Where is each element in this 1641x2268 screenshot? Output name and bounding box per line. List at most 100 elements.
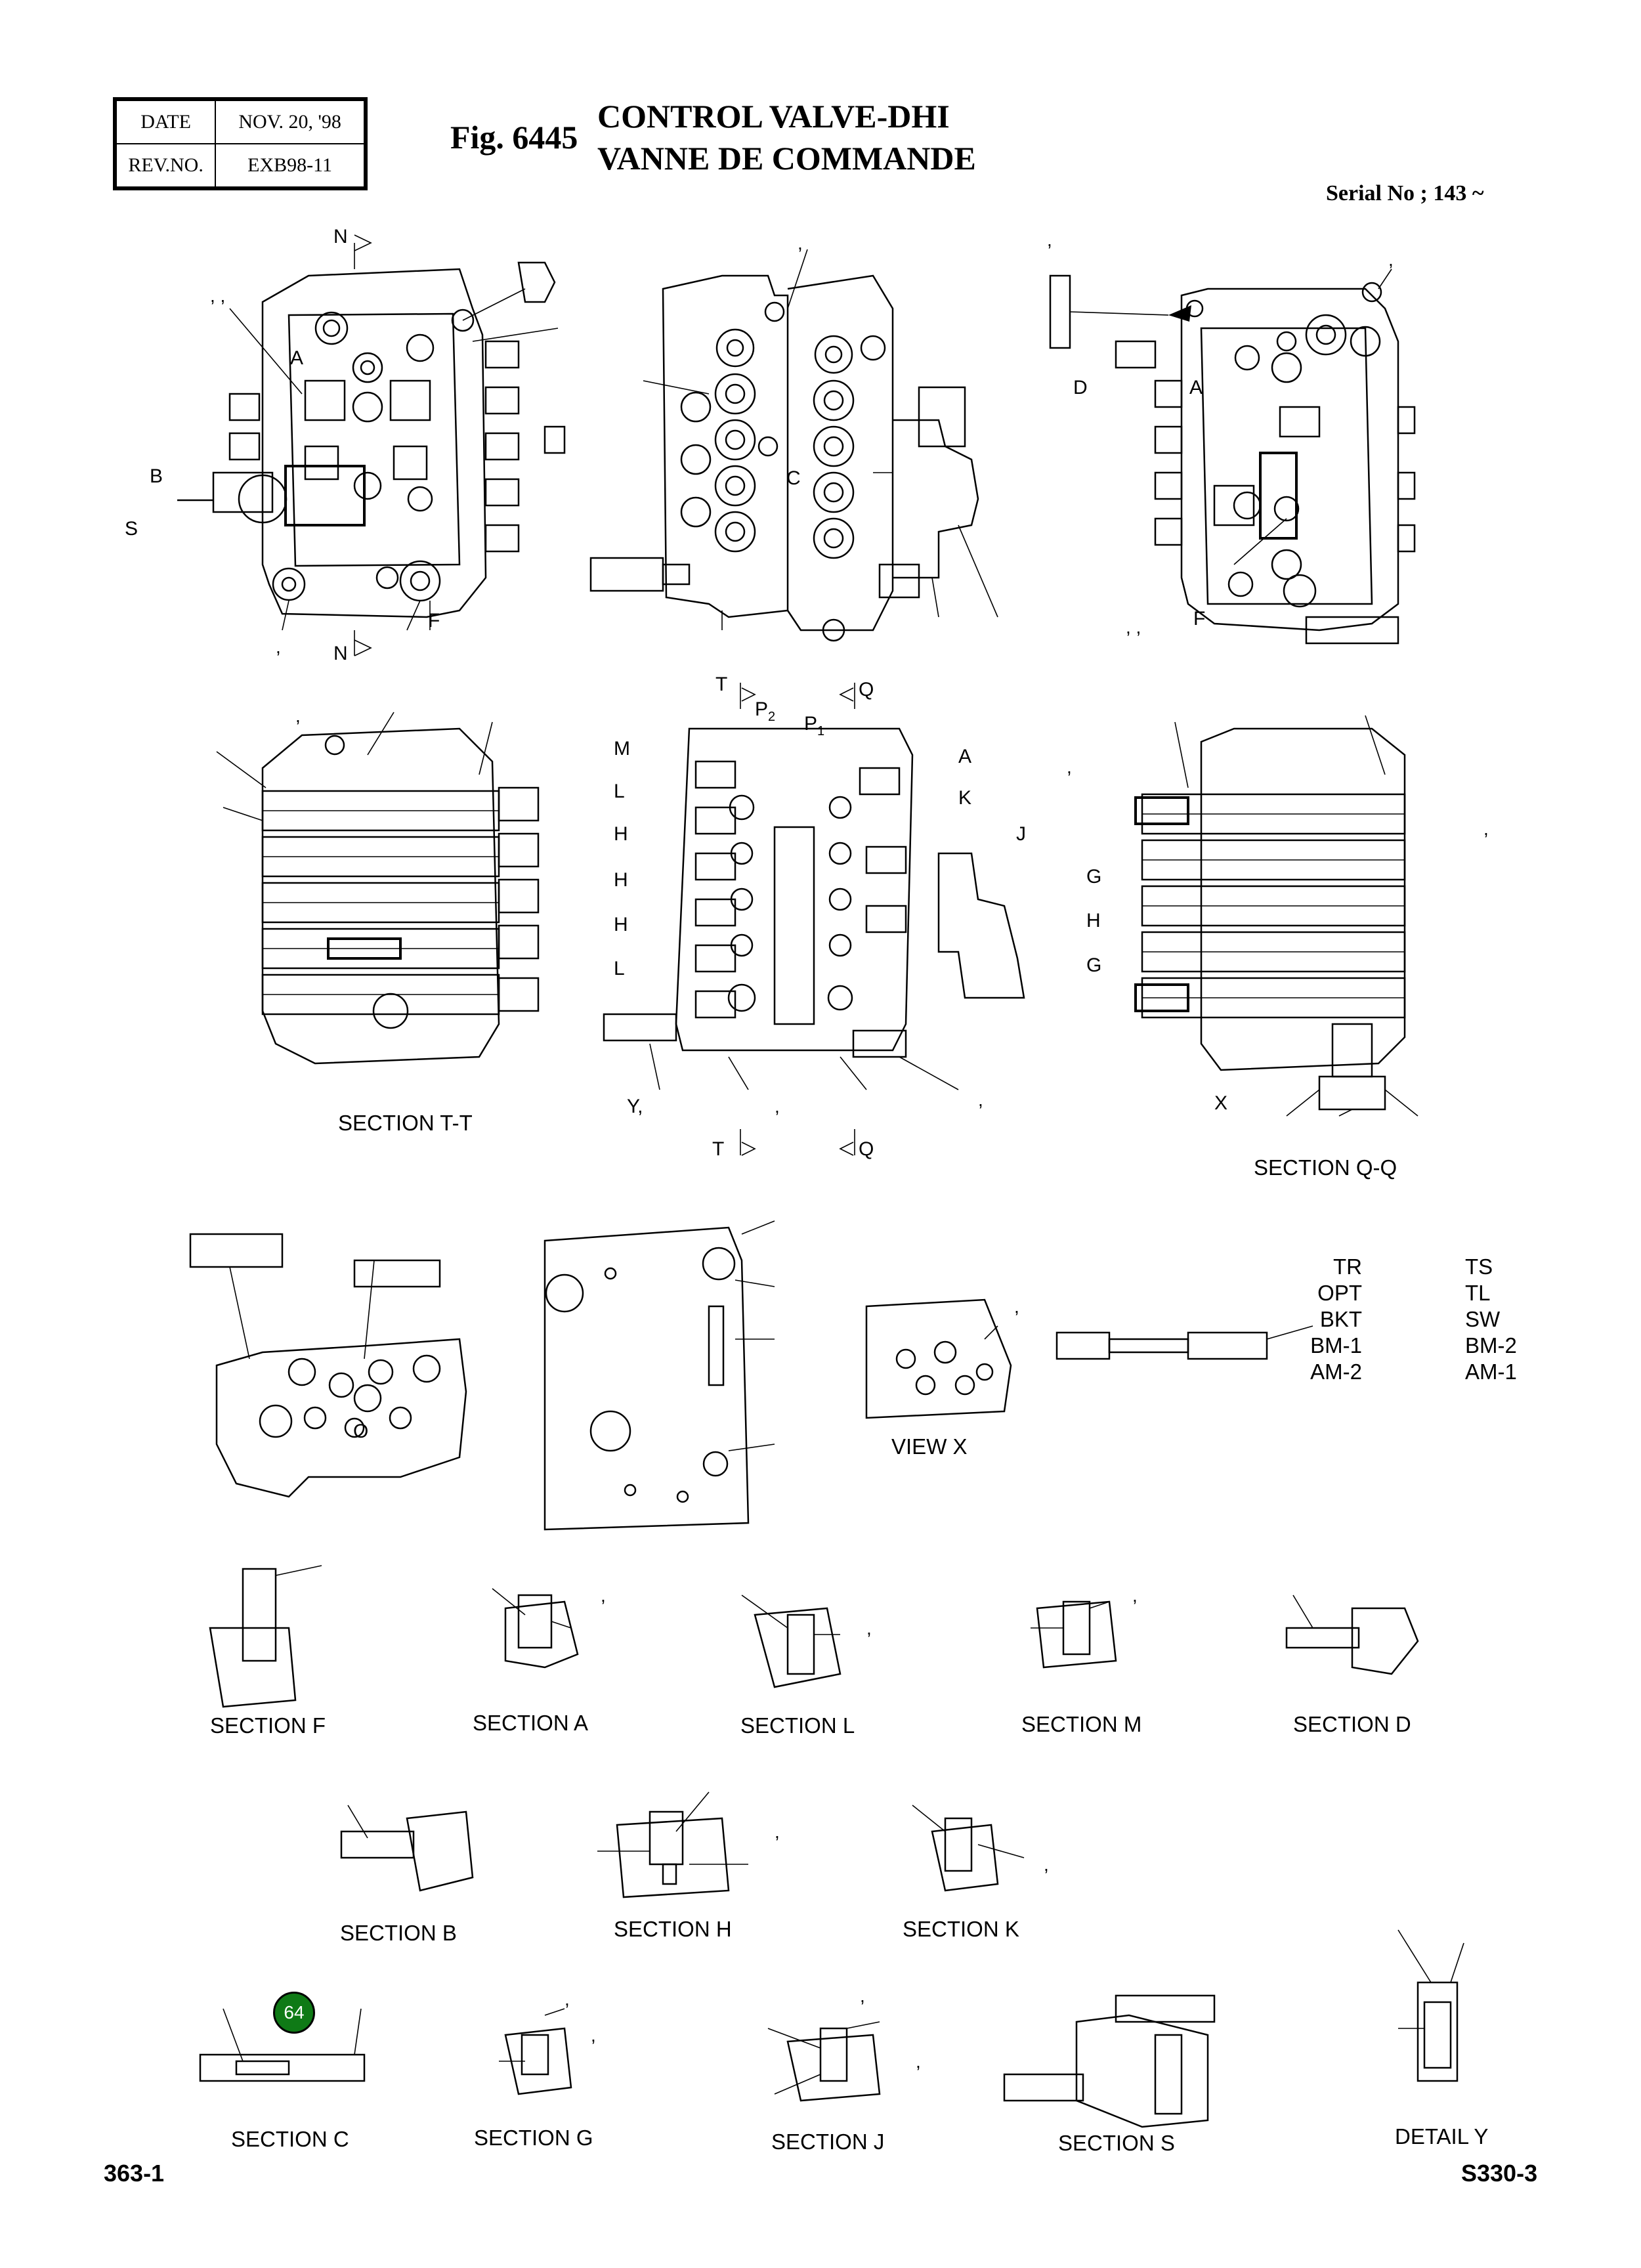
section-g-drawing bbox=[499, 2008, 572, 2095]
section-h-label: SECTION H bbox=[614, 1917, 732, 1941]
serial-number: Serial No ; 143 ~ bbox=[1326, 181, 1484, 205]
spool-code-tr: TR bbox=[1333, 1254, 1362, 1279]
marker-f-right: F bbox=[1193, 608, 1205, 630]
svg-text:,: , bbox=[1388, 249, 1394, 270]
spool-code-tl: TL bbox=[1465, 1281, 1491, 1305]
svg-text:,: , bbox=[775, 1822, 780, 1842]
svg-text:,: , bbox=[591, 2025, 596, 2045]
rev-label: REV.NO. bbox=[115, 143, 217, 188]
plate-view-drawing bbox=[543, 1220, 775, 1531]
section-b-drawing bbox=[340, 1805, 474, 1892]
spool-codes-left: TR OPT BKT BM-1 AM-2 bbox=[1303, 1254, 1362, 1385]
spool-code-sw: SW bbox=[1465, 1307, 1501, 1331]
svg-text:,: , bbox=[860, 1986, 865, 2006]
spool-drawing bbox=[1055, 1325, 1313, 1360]
svg-text:,: , bbox=[1067, 757, 1072, 777]
svg-text:,: , bbox=[1483, 819, 1489, 839]
marker-h-2: H bbox=[614, 869, 628, 891]
valve-view-center bbox=[589, 249, 998, 642]
svg-text:,: , bbox=[798, 233, 803, 253]
valve-view-o-drawing bbox=[189, 1233, 467, 1498]
marker-o: O bbox=[353, 1421, 368, 1442]
section-m-drawing bbox=[1031, 1600, 1117, 1669]
section-f-drawing bbox=[209, 1565, 322, 1708]
section-t-t-drawing bbox=[216, 712, 540, 1065]
section-q-q-drawing bbox=[1134, 715, 1418, 1117]
marker-k: K bbox=[958, 787, 971, 809]
svg-text:,: , bbox=[1047, 230, 1052, 250]
marker-s: S bbox=[125, 518, 138, 540]
marker-y: Y, bbox=[627, 1096, 643, 1117]
model-number: S330-3 bbox=[1461, 2160, 1538, 2187]
view-x-drawing bbox=[865, 1298, 1012, 1419]
marker-n-top: N bbox=[333, 226, 348, 247]
section-t-t-label: SECTION T-T bbox=[338, 1111, 473, 1135]
svg-text:,: , bbox=[295, 706, 301, 726]
marker-h-3: H bbox=[614, 914, 628, 935]
marker-x: X bbox=[1214, 1092, 1227, 1114]
svg-text:, ,: , , bbox=[210, 286, 225, 306]
section-q-q-label: SECTION Q-Q bbox=[1254, 1155, 1397, 1180]
figure-number: Fig. 6445 bbox=[450, 119, 578, 156]
stray-marks: , , , , , , , , , , , , , , , , , , , , … bbox=[210, 230, 1489, 2072]
title-english: CONTROL VALVE-DHI bbox=[597, 98, 950, 135]
svg-text:,: , bbox=[1044, 1854, 1049, 1875]
marker-p1: P1 bbox=[804, 713, 824, 738]
section-j-drawing bbox=[767, 2021, 881, 2102]
marker-d: D bbox=[1073, 377, 1088, 398]
svg-text:, ,: , , bbox=[1126, 617, 1141, 637]
spool-code-ts: TS bbox=[1465, 1254, 1493, 1279]
view-markers: N N A B S F C D A F T P2 P1 Q M L H H H … bbox=[125, 226, 1227, 1442]
marker-h-1: H bbox=[614, 823, 628, 845]
marker-q-top: Q bbox=[859, 679, 874, 700]
spool-code-am-1: AM-1 bbox=[1465, 1359, 1517, 1384]
marker-n-bottom: N bbox=[333, 643, 348, 664]
page-number: 363-1 bbox=[104, 2160, 165, 2187]
section-d-label: SECTION D bbox=[1293, 1712, 1411, 1736]
detail-y-label: DETAIL Y bbox=[1395, 2124, 1488, 2149]
spool-code-bm-2: BM-2 bbox=[1465, 1333, 1517, 1358]
valve-view-right bbox=[1049, 268, 1416, 645]
section-j-label: SECTION J bbox=[771, 2129, 884, 2154]
svg-text:,: , bbox=[565, 1989, 570, 2009]
marker-a-right: A bbox=[1189, 377, 1203, 398]
section-a-label: SECTION A bbox=[473, 1711, 588, 1735]
svg-text:,: , bbox=[276, 637, 281, 657]
section-k-drawing bbox=[912, 1805, 1025, 1892]
section-s-drawing bbox=[1003, 1994, 1216, 2128]
spool-code-opt: OPT bbox=[1317, 1281, 1362, 1305]
marker-l-2: L bbox=[614, 958, 625, 979]
date-revision-box: DATE NOV. 20, '98 REV.NO. EXB98-11 bbox=[113, 97, 368, 190]
marker-m: M bbox=[614, 738, 630, 760]
detail-y-drawing bbox=[1397, 1929, 1464, 2082]
section-b-label: SECTION B bbox=[340, 1921, 457, 1945]
spool-code-bm-1: BM-1 bbox=[1310, 1333, 1362, 1358]
section-c-drawing bbox=[199, 2008, 366, 2082]
spool-code-am-2: AM-2 bbox=[1310, 1359, 1362, 1384]
svg-text:,: , bbox=[601, 1585, 606, 1606]
svg-text:,: , bbox=[775, 1096, 780, 1117]
section-l-drawing bbox=[741, 1594, 842, 1688]
marker-a-left: A bbox=[290, 347, 303, 369]
marker-c: C bbox=[786, 467, 801, 489]
marker-a-mid: A bbox=[958, 746, 971, 767]
marker-t-top: T bbox=[715, 674, 727, 695]
marker-f-left: F bbox=[428, 610, 440, 631]
svg-text:,: , bbox=[978, 1090, 983, 1110]
marker-b: B bbox=[150, 465, 163, 487]
section-m-label: SECTION M bbox=[1021, 1712, 1141, 1736]
marker-g-1: G bbox=[1086, 866, 1101, 888]
valve-view-left bbox=[177, 261, 566, 631]
view-x-label: VIEW X bbox=[891, 1434, 968, 1459]
marker-h-4: H bbox=[1086, 910, 1101, 931]
part-callout-badge[interactable]: 64 bbox=[273, 1992, 315, 2034]
date-label: DATE bbox=[115, 100, 217, 144]
marker-g-2: G bbox=[1086, 954, 1101, 976]
section-c-label: SECTION C bbox=[231, 2127, 349, 2151]
svg-text:,: , bbox=[916, 2051, 921, 2072]
spool-code-bkt: BKT bbox=[1319, 1307, 1362, 1331]
section-a-drawing bbox=[492, 1588, 579, 1669]
section-s-label: SECTION S bbox=[1058, 2131, 1175, 2155]
title-french: VANNE DE COMMANDE bbox=[597, 140, 976, 177]
